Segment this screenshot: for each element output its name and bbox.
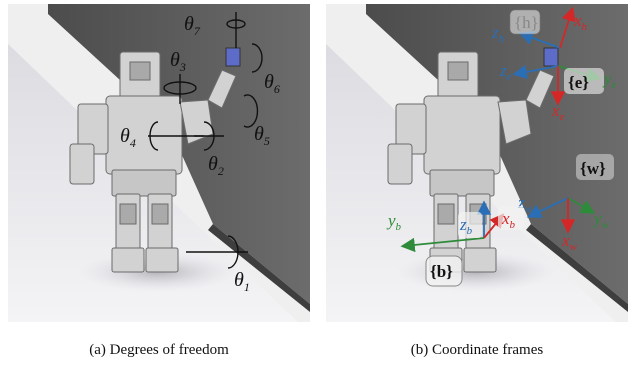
yw-label: yw bbox=[592, 209, 610, 231]
xh-axis-arrow bbox=[559, 6, 576, 49]
ze-axis-arrow bbox=[512, 64, 559, 80]
xe-label: xe bbox=[551, 101, 565, 123]
frame-w-axes bbox=[526, 197, 596, 234]
theta5-rotation-icon bbox=[243, 94, 259, 128]
theta6-rotation-icon bbox=[251, 43, 263, 73]
theta5-label: θ5 bbox=[254, 123, 270, 148]
panel-coordinate-frames: {h} {e} {w} {b} zh xh ze ye xe zw yw xw … bbox=[326, 4, 628, 322]
robot-right-upper-arm bbox=[179, 99, 214, 145]
wall bbox=[48, 4, 310, 304]
ze-label: ze bbox=[499, 61, 512, 83]
xw-label: xw bbox=[561, 231, 578, 253]
zh-axis-arrow bbox=[518, 30, 561, 49]
robot-right-forearm bbox=[525, 69, 555, 109]
theta7-label: θ7 bbox=[184, 13, 201, 38]
joint-labels: θ7 θ6 θ3 θ4 θ5 θ2 θ1 bbox=[120, 13, 280, 294]
caption-a: (a) Degrees of freedom bbox=[89, 342, 229, 358]
wall-edge bbox=[526, 224, 628, 312]
joint-rotation-arrows bbox=[148, 12, 263, 269]
theta4-label: θ4 bbox=[120, 125, 136, 150]
robot-right-foot bbox=[145, 247, 179, 273]
zb-label: zb bbox=[459, 215, 473, 237]
yw-axis-arrow bbox=[567, 197, 596, 214]
frame-labels: {h} {e} {w} {b} bbox=[425, 9, 614, 287]
humanoid-robot bbox=[69, 47, 241, 273]
ye-label: ye bbox=[602, 69, 617, 91]
zw-label: zw bbox=[517, 193, 533, 215]
robot-hip bbox=[111, 169, 177, 197]
axis-labels: zh xh ze ye xe zw yw xw yb zb xb bbox=[386, 11, 617, 253]
humanoid-robot bbox=[387, 47, 559, 273]
frame-e-label: {e} bbox=[568, 73, 589, 92]
zw-axis-arrow bbox=[526, 197, 569, 218]
frame-b-label: {b} bbox=[430, 262, 453, 281]
xb-label: xb bbox=[501, 209, 516, 231]
robot-right-foot bbox=[463, 247, 497, 273]
theta3-label: θ3 bbox=[170, 49, 186, 74]
theta1-label: θ1 bbox=[234, 269, 250, 294]
frames-illustration: {h} {e} {w} {b} zh xh ze ye xe zw yw xw … bbox=[326, 4, 628, 322]
robot-torso bbox=[423, 95, 501, 175]
zh-label: zh bbox=[491, 23, 505, 45]
robot-hip bbox=[429, 169, 495, 197]
xh-label: xh bbox=[573, 11, 588, 33]
robot-torso bbox=[105, 95, 183, 175]
yb-label: yb bbox=[386, 211, 402, 233]
frame-w-label: {w} bbox=[580, 159, 606, 178]
frame-h-axes bbox=[518, 6, 576, 49]
theta6-label: θ6 bbox=[264, 71, 280, 96]
robot-gripper bbox=[225, 47, 241, 67]
robot-left-foot bbox=[111, 247, 145, 273]
theta2-label: θ2 bbox=[208, 153, 224, 178]
frame-h-label: {h} bbox=[514, 13, 539, 32]
robot-gripper bbox=[543, 47, 559, 67]
dof-illustration: θ7 θ6 θ3 θ4 θ5 θ2 θ1 bbox=[8, 4, 310, 322]
robot-right-upper-arm bbox=[497, 99, 532, 145]
caption-b: (b) Coordinate frames bbox=[410, 342, 544, 358]
robot-right-forearm bbox=[207, 69, 237, 109]
yb-axis-arrow bbox=[400, 237, 485, 253]
panel-degrees-of-freedom: θ7 θ6 θ3 θ4 θ5 θ2 θ1 bbox=[8, 4, 310, 322]
wall-edge bbox=[208, 224, 310, 312]
